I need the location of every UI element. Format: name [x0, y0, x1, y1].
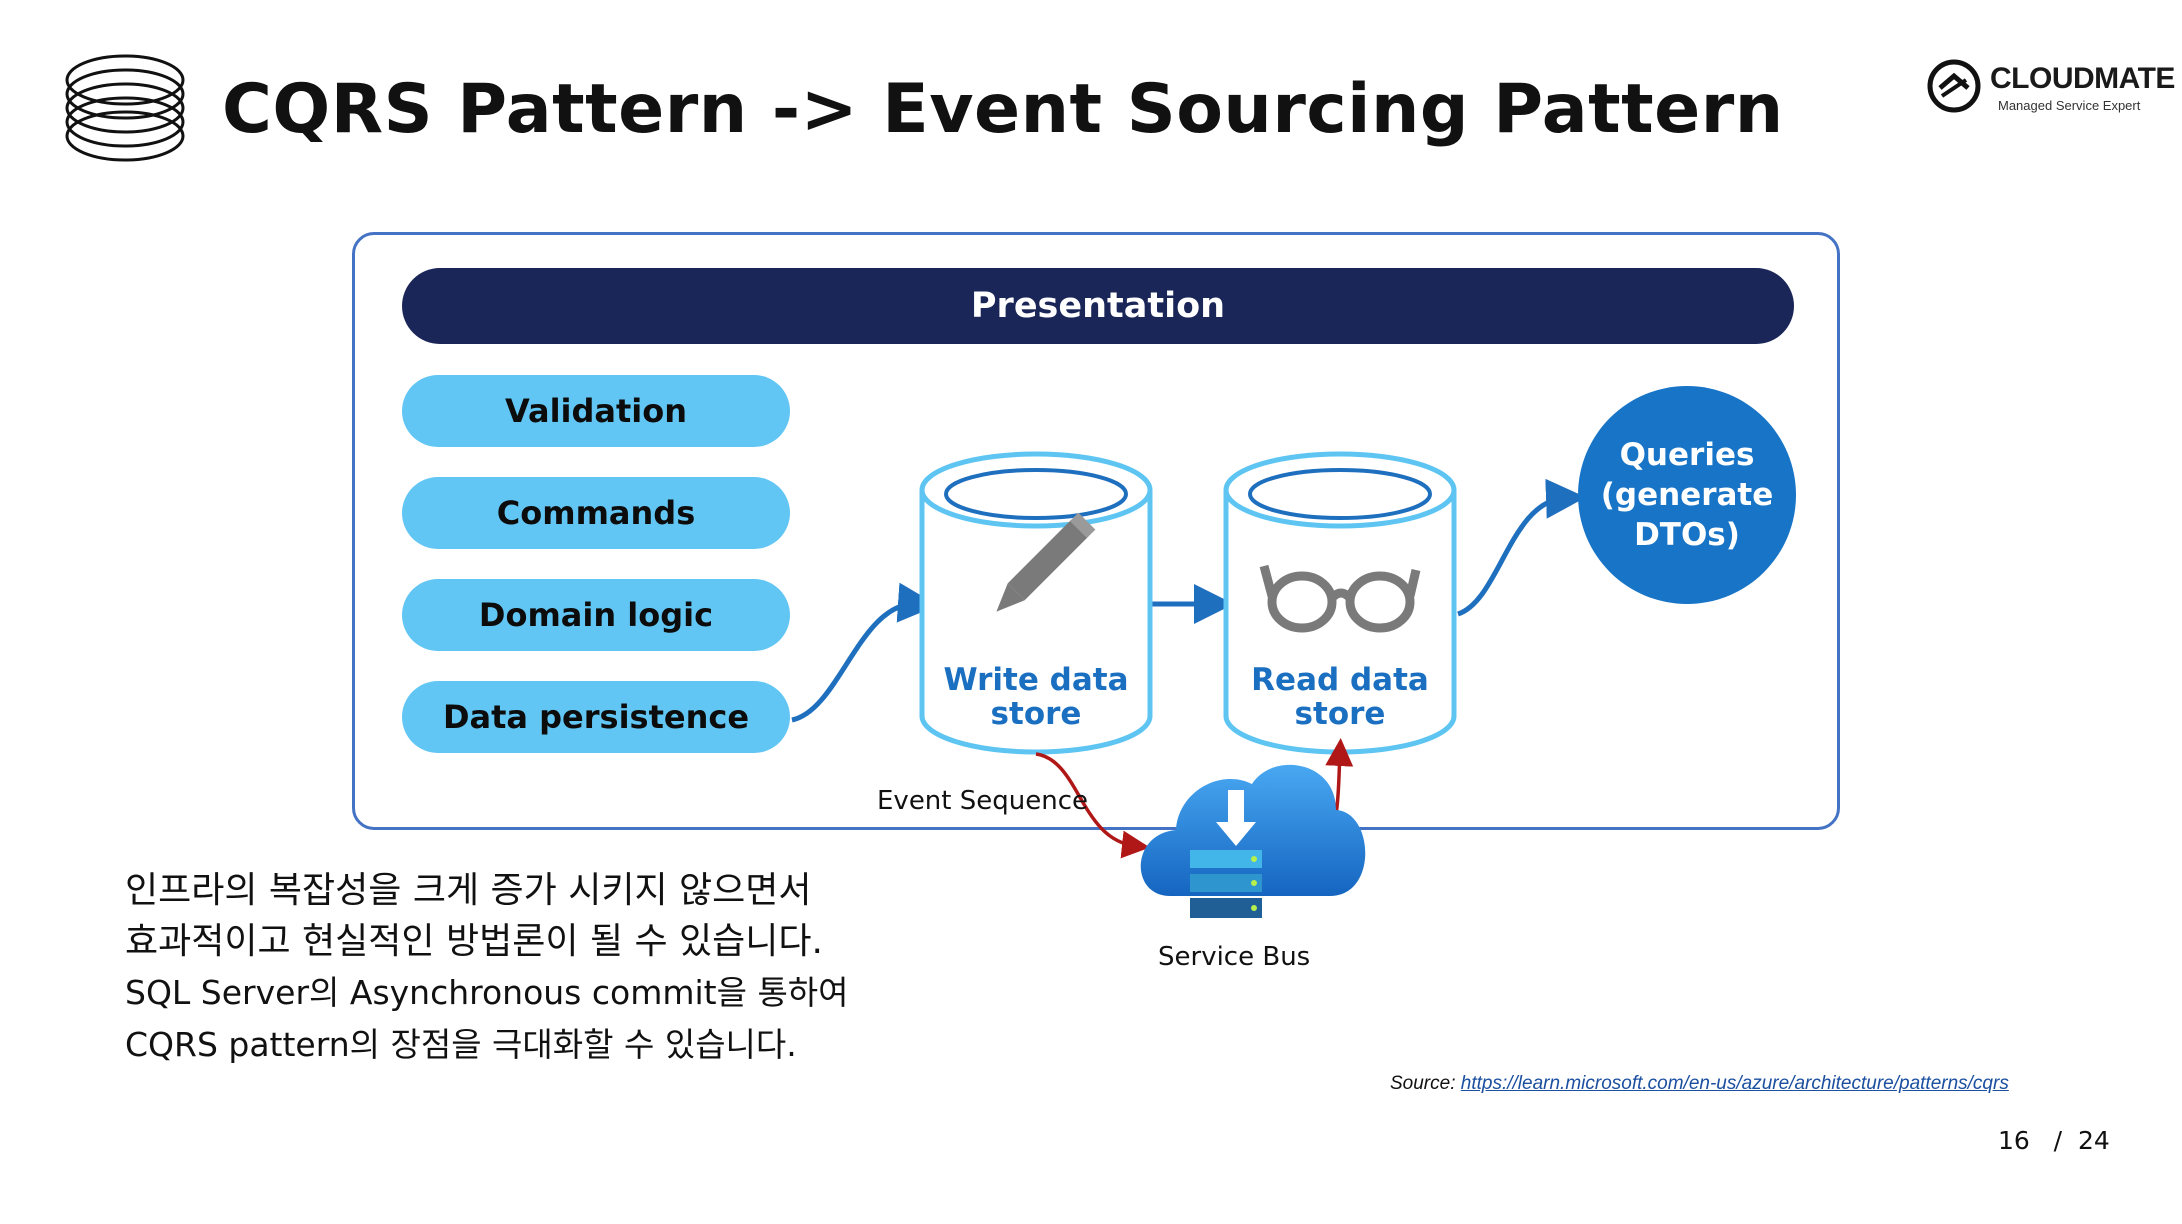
body-line-1: 인프라의 복잡성을 크게 증가 시키지 않으면서 — [125, 870, 812, 911]
arrow-persistence-to-write — [791, 582, 938, 723]
layer-domain-logic: Domain logic — [402, 579, 790, 651]
layer-data-persistence: Data persistence — [402, 681, 790, 753]
stack-logo-icon — [65, 54, 185, 162]
read-store-line2: store — [1294, 696, 1386, 732]
slide-title: CQRS Pattern -> Event Sourcing Pattern — [222, 70, 1784, 149]
body-line-4: CQRS pattern의 장점을 극대화할 수 있습니다. — [125, 1025, 797, 1064]
write-store-line1: Write data — [943, 662, 1129, 698]
layer-validation: Validation — [402, 375, 790, 447]
service-bus-label: Service Bus — [1158, 942, 1311, 972]
queries-line1: Queries — [1619, 437, 1755, 473]
page-number: 16 / 24 — [1998, 1126, 2110, 1155]
write-data-store-label: Write data store — [942, 663, 1130, 731]
pencil-icon — [996, 512, 1096, 612]
source-citation: Source: https://learn.microsoft.com/en-u… — [1390, 1073, 2009, 1095]
diagram-frame — [352, 232, 1840, 830]
page-total: 24 — [2077, 1126, 2110, 1155]
cloud-download-icon — [1140, 764, 1366, 918]
brand-name: CLOUDMATE — [1990, 62, 2175, 95]
arrow-write-to-service-bus — [1035, 752, 1150, 859]
queries-line2: (generate — [1600, 477, 1774, 513]
write-data-store-cylinder — [919, 451, 1153, 755]
layer-commands: Commands — [402, 477, 790, 549]
event-sequence-label: Event Sequence — [877, 786, 1088, 816]
cloudmate-logo-icon — [1927, 59, 1981, 113]
source-label: Source: — [1390, 1073, 1456, 1094]
body-line-3: SQL Server의 Asynchronous commit을 통하여 — [125, 973, 849, 1012]
write-store-line2: store — [990, 696, 1082, 732]
queries-line3: DTOs) — [1634, 517, 1740, 553]
read-store-line1: Read data — [1251, 662, 1429, 698]
page-current: 16 — [1998, 1126, 2030, 1155]
body-line-2: 효과적이고 현실적인 방법론이 될 수 있습니다. — [125, 921, 823, 962]
brand-tagline: Managed Service Expert — [1998, 98, 2141, 113]
read-data-store-cylinder — [1223, 451, 1457, 755]
arrow-read-to-queries — [1457, 478, 1586, 617]
read-data-store-label: Read data store — [1246, 663, 1434, 731]
glasses-icon — [1259, 564, 1421, 633]
queries-circle: Queries (generate DTOs) — [1578, 386, 1796, 604]
presentation-bar: Presentation — [402, 268, 1794, 344]
source-link[interactable]: https://learn.microsoft.com/en-us/azure/… — [1460, 1073, 2009, 1094]
